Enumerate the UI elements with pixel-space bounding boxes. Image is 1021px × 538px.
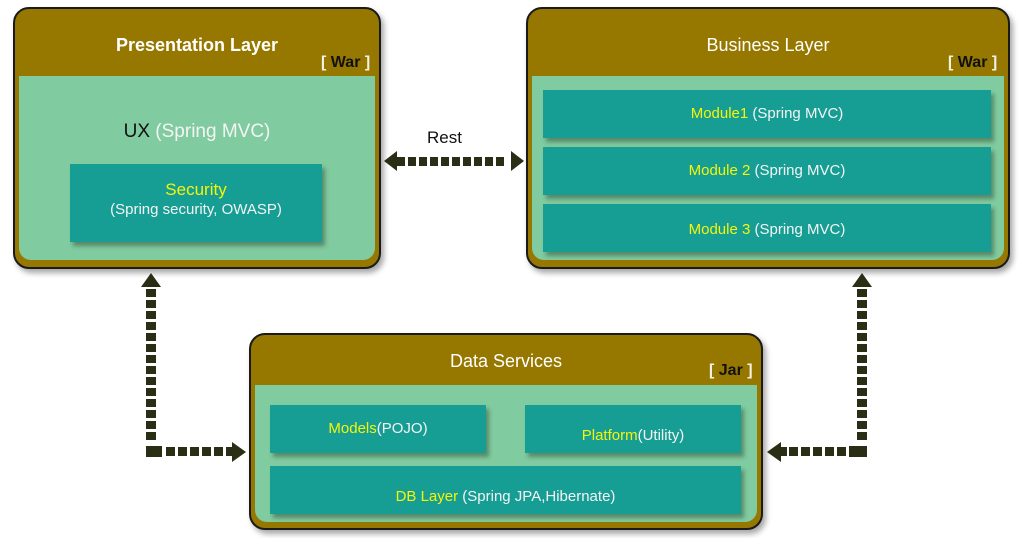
business-layer-body: Module1 (Spring MVC) Module 2 (Spring MV…: [532, 76, 1004, 260]
module-1-component[interactable]: Module1 (Spring MVC): [543, 90, 991, 138]
db-layer-component[interactable]: DB Layer (Spring JPA,Hibernate): [270, 466, 741, 514]
data-services-arrow-right-head: [232, 442, 246, 462]
business-package-badge: [ War ]: [948, 54, 998, 71]
rest-arrow-right-head: [511, 151, 524, 171]
presentation-arrow-up-head: [141, 273, 161, 287]
rest-double-arrow: [384, 151, 524, 171]
data-services-arrow-left-head: [767, 442, 781, 462]
business-layer: Business Layer [ War ] Module1 (Spring M…: [526, 7, 1010, 269]
data-services-package-badge: [ Jar ]: [709, 362, 753, 379]
business-layer-title: Business Layer: [706, 35, 830, 55]
data-services-title: Data Services: [449, 351, 563, 371]
platform-component[interactable]: Platform(Utility): [525, 405, 741, 453]
models-component[interactable]: Models(POJO): [270, 405, 486, 453]
ux-label: UX (Spring MVC): [123, 121, 271, 142]
module-2-component[interactable]: Module 2 (Spring MVC): [543, 147, 991, 195]
module-3-component[interactable]: Module 3 (Spring MVC): [543, 204, 991, 252]
rest-label: Rest: [427, 128, 462, 147]
presentation-layer-title: Presentation Layer: [115, 35, 279, 55]
business-data-arrow: [767, 273, 872, 462]
business-arrow-up-head: [852, 273, 872, 287]
data-services-body: Models(POJO) Platform(Utility) DB Layer …: [255, 385, 757, 522]
rest-arrow-left-head: [384, 151, 397, 171]
presentation-layer-body: UX (Spring MVC) Security (Spring securit…: [19, 76, 375, 260]
presentation-layer: Presentation Layer [ War ] UX (Spring MV…: [13, 7, 381, 269]
presentation-package-badge: [ War ]: [321, 54, 371, 71]
presentation-data-arrow: [141, 273, 246, 462]
security-component[interactable]: Security (Spring security, OWASP): [70, 164, 322, 242]
data-services-layer: Data Services [ Jar ] Models(POJO) Platf…: [249, 333, 763, 530]
